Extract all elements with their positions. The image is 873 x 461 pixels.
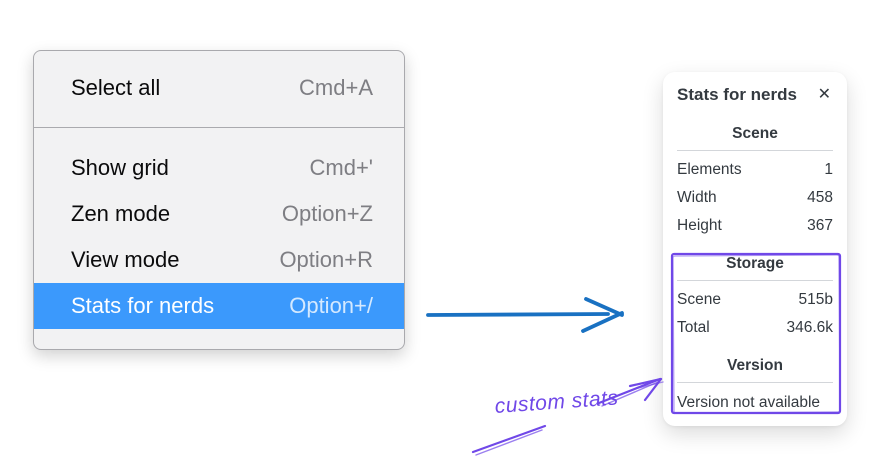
stat-row-height: Height 367 <box>677 217 833 235</box>
stat-row-scene: Scene 515b <box>677 291 833 309</box>
menu-separator <box>34 127 404 128</box>
stats-panel-title: Stats for nerds <box>677 85 797 104</box>
stat-row-total: Total 346.6k <box>677 319 833 337</box>
close-icon[interactable]: ✕ <box>817 86 831 103</box>
menu-section-top: Select all Cmd+A <box>34 51 404 127</box>
stat-label: Scene <box>677 291 721 308</box>
stat-row-elements: Elements 1 <box>677 161 833 179</box>
section-heading: Scene <box>732 125 778 142</box>
stats-panel: Stats for nerds ✕ Scene Elements 1 Width… <box>663 72 847 426</box>
stats-panel-header: Stats for nerds ✕ <box>677 85 833 105</box>
menu-item-show-grid[interactable]: Show grid Cmd+' <box>34 145 404 191</box>
section-divider <box>677 382 833 383</box>
section-divider <box>677 150 833 151</box>
stat-row-width: Width 458 <box>677 189 833 207</box>
section-heading: Version <box>727 357 783 374</box>
menu-item-label: View mode <box>71 247 180 272</box>
menu-item-label: Show grid <box>71 155 169 180</box>
stats-section-scene: Scene Elements 1 Width 458 Height 367 <box>677 125 833 235</box>
menu-item-select-all[interactable]: Select all Cmd+A <box>34 51 404 124</box>
menu-item-zen-mode[interactable]: Zen mode Option+Z <box>34 191 404 237</box>
custom-stats-annotation: custom stats <box>494 386 620 418</box>
version-note: Version not available <box>677 394 821 411</box>
stat-label: Height <box>677 217 722 234</box>
section-divider <box>677 280 833 281</box>
stats-section-storage: Storage Scene 515b Total 346.6k <box>677 255 833 337</box>
menu-item-shortcut: Option+R <box>279 247 373 272</box>
menu-item-label: Zen mode <box>71 201 171 226</box>
menu-item-shortcut: Option+Z <box>281 201 373 226</box>
menu-item-shortcut: Option+/ <box>289 293 373 318</box>
menu-item-stats-for-nerds[interactable]: Stats for nerds Option+/ <box>34 283 404 329</box>
stat-label: Total <box>677 319 710 336</box>
section-heading: Storage <box>726 255 784 272</box>
menu-item-shortcut: Cmd+A <box>299 74 373 100</box>
menu-section-bottom: Show grid Cmd+' Zen mode Option+Z View m… <box>34 128 404 329</box>
stats-section-version: Version Version not available <box>677 357 833 412</box>
blue-arrow <box>426 297 624 333</box>
stat-value: 367 <box>807 217 833 234</box>
menu-item-label: Stats for nerds <box>71 293 215 318</box>
stat-value: 346.6k <box>786 319 833 336</box>
stat-label: Elements <box>677 161 742 178</box>
stat-value: 515b <box>798 291 833 308</box>
menu-item-label: Select all <box>71 74 161 100</box>
stat-value: 458 <box>807 189 833 206</box>
context-menu: Select all Cmd+A Show grid Cmd+' Zen mod… <box>33 50 405 350</box>
menu-item-view-mode[interactable]: View mode Option+R <box>34 237 404 283</box>
stat-value: 1 <box>824 161 833 178</box>
menu-item-shortcut: Cmd+' <box>309 155 374 180</box>
stat-label: Width <box>677 189 717 206</box>
